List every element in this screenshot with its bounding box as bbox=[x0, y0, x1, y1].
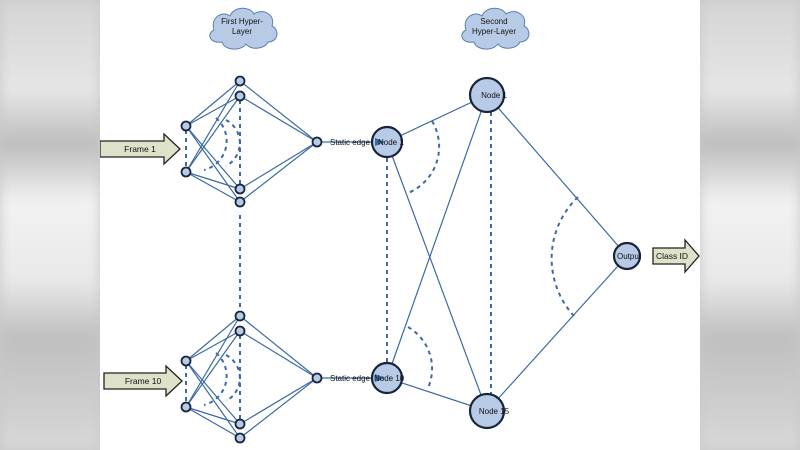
small-node bbox=[234, 196, 246, 208]
static-edge-label-top: Static edge bbox=[330, 138, 371, 147]
lower-subnetwork-nodes bbox=[180, 310, 323, 444]
small-node bbox=[234, 418, 246, 430]
small-node bbox=[180, 120, 192, 132]
right-blur-margin bbox=[700, 0, 800, 450]
hyper-layer-edges bbox=[386, 94, 628, 412]
class-id-label: Class ID bbox=[656, 251, 688, 261]
network-diagram: First Hyper- Layer Second Hyper-Layer bbox=[100, 7, 700, 444]
static-edge-label-bottom: Static edge bbox=[330, 374, 371, 383]
output-node bbox=[612, 241, 642, 271]
small-node bbox=[180, 355, 192, 367]
cloud-second-hyper-layer: Second Hyper-Layer bbox=[461, 7, 530, 50]
output-node-label: Output bbox=[617, 252, 642, 261]
node-1-right-label: Node 1 bbox=[481, 91, 507, 100]
cloud-first-line-1: First Hyper- bbox=[221, 17, 263, 26]
left-blur-margin bbox=[0, 0, 100, 450]
small-node bbox=[234, 310, 246, 322]
upper-subnetwork-nodes bbox=[180, 75, 323, 208]
small-node bbox=[180, 166, 192, 178]
cloud-first-hyper-layer: First Hyper- Layer bbox=[209, 7, 278, 50]
small-node bbox=[234, 75, 246, 87]
node-1-left-label: Node 1 bbox=[378, 138, 404, 147]
frame-10-arrow: Frame 10 bbox=[103, 364, 183, 398]
upper-subnetwork-edges bbox=[185, 80, 372, 203]
node-10 bbox=[370, 361, 404, 395]
node-1-right bbox=[468, 76, 506, 114]
small-node bbox=[234, 90, 246, 102]
cloud-first-line-2: Layer bbox=[232, 27, 252, 36]
diagram-canvas: First Hyper- Layer Second Hyper-Layer bbox=[100, 0, 700, 450]
frame-10-label: Frame 10 bbox=[125, 376, 162, 386]
class-id-arrow: Class ID bbox=[652, 238, 700, 274]
cloud-second-line-2: Hyper-Layer bbox=[472, 27, 516, 36]
small-node bbox=[311, 372, 323, 384]
frame-1-arrow: Frame 1 bbox=[100, 132, 181, 166]
small-node bbox=[311, 136, 323, 148]
small-node bbox=[234, 325, 246, 337]
node-15-label: Node 15 bbox=[479, 407, 510, 416]
small-node bbox=[234, 183, 246, 195]
small-node bbox=[234, 432, 246, 444]
node-10-label: Node 10 bbox=[374, 374, 405, 383]
node-15 bbox=[468, 392, 506, 430]
cloud-second-line-1: Second bbox=[480, 17, 507, 26]
frame-1-label: Frame 1 bbox=[124, 144, 156, 154]
lower-subnetwork-edges bbox=[185, 315, 372, 439]
small-node bbox=[180, 401, 192, 413]
node-1-left bbox=[370, 125, 404, 159]
